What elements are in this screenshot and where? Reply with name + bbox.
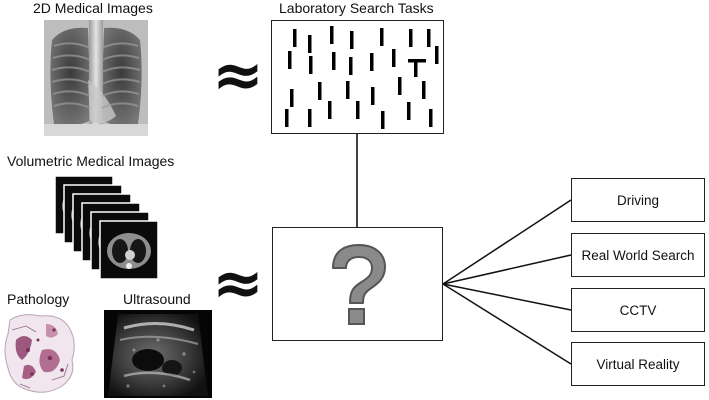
vertical-bar-distractor	[318, 82, 322, 100]
vertical-bar-distractor	[349, 57, 353, 75]
label-pathology: Pathology	[7, 291, 70, 307]
search-stimuli	[285, 26, 439, 129]
vertical-bar-distractor	[370, 53, 374, 71]
vertical-bar-distractor	[350, 31, 354, 49]
vertical-bar-distractor	[308, 109, 312, 127]
vertical-bar-distractor	[429, 109, 433, 127]
ultrasound-image	[104, 310, 212, 398]
vertical-bar-distractor	[392, 49, 396, 67]
vertical-bar-distractor	[288, 51, 292, 69]
vertical-bar-distractor	[427, 29, 431, 47]
approx-symbol-bottom: ≈	[212, 246, 264, 319]
vertical-bar-distractor	[308, 35, 312, 53]
vertical-bar-distractor	[328, 101, 332, 119]
vertical-bar-distractor	[380, 28, 384, 46]
pathology-slide-image	[4, 314, 75, 393]
laboratory-search-display	[271, 20, 444, 134]
vertical-bar-distractor	[309, 56, 313, 74]
connector-line-1	[442, 254, 572, 285]
vertical-bar-distractor	[346, 81, 350, 99]
vertical-bar-distractor	[414, 59, 418, 77]
vertical-bar-distractor	[409, 29, 413, 47]
vertical-bar-distractor	[330, 26, 334, 44]
vertical-bar-distractor	[407, 102, 411, 120]
task-label-driving: Driving	[616, 192, 659, 208]
vertical-bar-distractor	[435, 46, 439, 64]
vertical-bar-distractor	[371, 87, 375, 105]
task-box-virtual-reality: Virtual Reality	[571, 342, 705, 386]
task-label-virtual-reality: Virtual Reality	[596, 356, 680, 372]
vertical-bar-distractor	[290, 89, 294, 107]
label-laboratory-search-tasks: Laboratory Search Tasks	[279, 0, 434, 16]
task-box-real-world-search: Real World Search	[571, 233, 705, 277]
horizontal-bar-target	[408, 59, 426, 63]
connector-line-2	[442, 283, 572, 311]
question-mark-icon	[332, 244, 386, 325]
ct-scan-stack-image	[54, 175, 159, 280]
task-box-driving: Driving	[571, 178, 705, 222]
chest-xray-image	[44, 20, 148, 136]
connector-line-3	[442, 283, 572, 365]
ct-slice	[99, 220, 159, 280]
task-label-cctv: CCTV	[619, 302, 657, 318]
vertical-bar-distractor	[332, 52, 336, 70]
unknown-task-box	[272, 227, 443, 341]
label-2d-medical-images: 2D Medical Images	[33, 0, 153, 16]
vertical-bar-distractor	[381, 111, 385, 129]
task-label-real-world-search: Real World Search	[581, 247, 695, 263]
vertical-bar-distractor	[285, 109, 289, 127]
vertical-bar-distractor	[293, 29, 297, 47]
label-volumetric-medical-images: Volumetric Medical Images	[7, 153, 175, 169]
approx-symbol-top: ≈	[212, 38, 264, 111]
vertical-bar-distractor	[356, 101, 360, 119]
vertical-bar-distractor	[422, 81, 426, 99]
label-ultrasound: Ultrasound	[123, 291, 191, 307]
vertical-bar-distractor	[398, 77, 402, 95]
task-box-cctv: CCTV	[571, 288, 705, 332]
connector-line-0	[442, 199, 572, 285]
